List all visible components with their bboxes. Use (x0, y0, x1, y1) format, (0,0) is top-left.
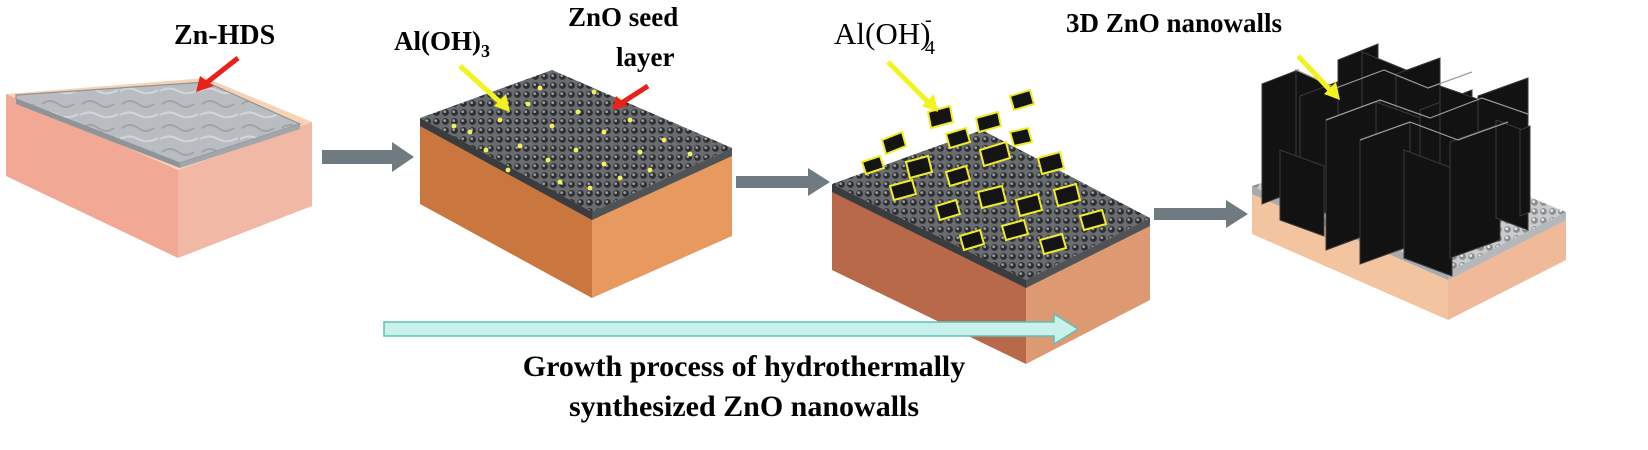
label-aloh4-main: Al(OH) (834, 16, 930, 51)
label-aloh3-subscript: 3 (481, 41, 490, 61)
pointer-arrow-seed-layer (612, 83, 650, 110)
caption-line-2: synthesized ZnO nanowalls (569, 390, 919, 423)
caption-line-1: Growth process of hydrothermally (523, 350, 966, 383)
label-zn-hds: Zn-HDS (174, 20, 275, 51)
pointer-arrow-aloh3 (458, 64, 510, 112)
seed-layer-3-side-edge (1026, 218, 1150, 288)
process-arrow-1 (322, 142, 414, 172)
pointer-arrow-aloh4 (886, 60, 938, 112)
seed-layer-3-front-edge (832, 184, 1026, 288)
pointer-arrow-zn-hds (196, 56, 240, 92)
pointer-arrow-nanowalls (1296, 54, 1340, 100)
stage-2-seed-layer (420, 70, 732, 298)
seed-layer-side-edge (592, 148, 732, 220)
seed-layer-4-side-edge (1448, 212, 1566, 280)
substrate-3-front (832, 184, 1026, 364)
substrate-4-side (1448, 212, 1566, 320)
label-nanowalls: 3D ZnO nanowalls (1066, 8, 1282, 38)
label-aloh4-superscript: - (925, 9, 932, 31)
substrate-2-side (592, 148, 732, 298)
substrate-2-front (420, 118, 592, 298)
label-seed-line-2: layer (616, 42, 674, 72)
stage-3-aloh4-growth (832, 88, 1150, 364)
aloh3-particles (451, 85, 693, 191)
label-aloh4-subscript: 4 (925, 37, 935, 59)
process-arrow-3 (1154, 200, 1248, 228)
label-seed-line-1: ZnO seed (568, 2, 678, 32)
zn-hds-film-edge (16, 99, 180, 168)
label-aloh3-main: Al(OH) (394, 26, 481, 56)
process-arrow-2 (736, 168, 830, 196)
label-aloh4: Al(OH) (834, 16, 930, 51)
substrate-1-front (6, 94, 178, 258)
stage-1-zn-hds-substrate (6, 78, 312, 258)
zn-hds-film-edge-side (180, 124, 300, 168)
substrate-1-side (178, 122, 312, 258)
label-aloh3: Al(OH)3 (394, 26, 490, 61)
growth-process-arrow (383, 312, 1080, 346)
stage-4-nanowalls (1252, 43, 1566, 320)
nanowall-structures (1261, 43, 1531, 277)
zno-flakes (860, 88, 1108, 256)
